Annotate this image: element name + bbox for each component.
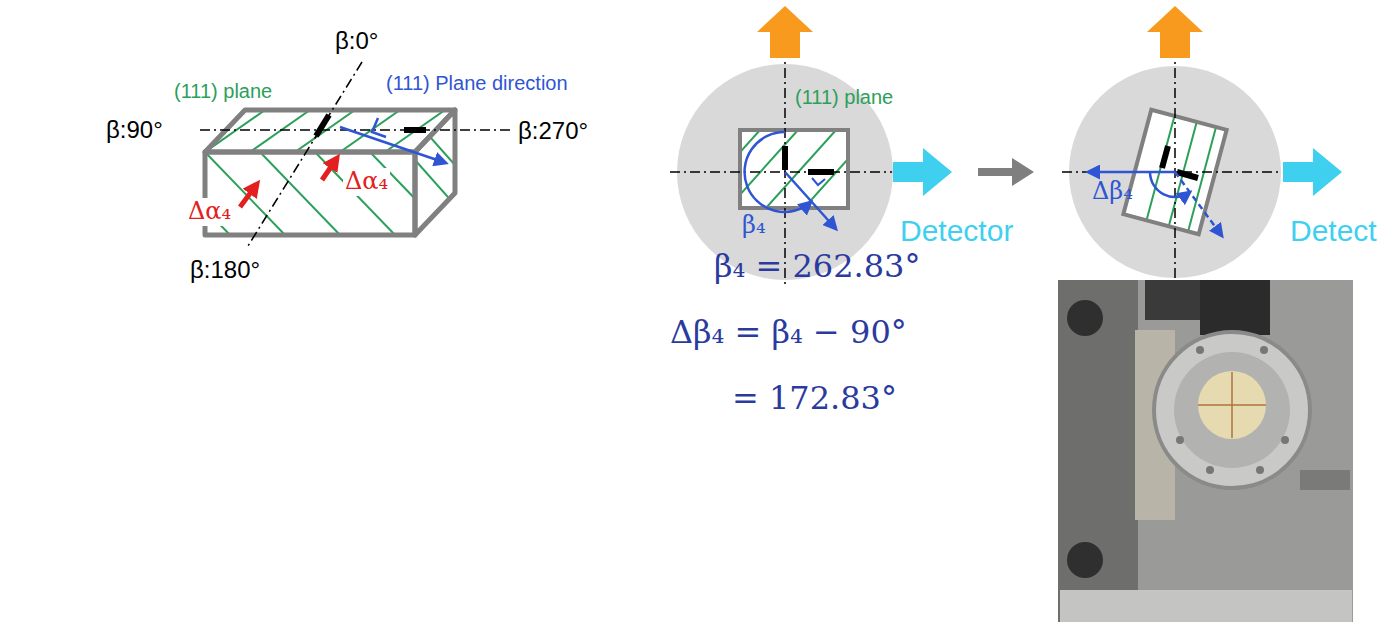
photo: [1067, 542, 1103, 578]
equation: = 172.83°: [730, 380, 899, 417]
angle-label: β:0°: [333, 27, 380, 55]
photo: [1206, 466, 1214, 474]
plane-label: (111) plane: [172, 80, 274, 103]
angle-label: β:180°: [188, 256, 262, 284]
rotated-view: [1150, 172, 1190, 197]
sample-view: [740, 130, 848, 208]
sample-view: [804, 130, 848, 208]
crystal-block: [205, 110, 455, 152]
crystal-block: [160, 110, 490, 152]
step-arrow: [978, 168, 1014, 176]
crystal-block: [205, 152, 415, 235]
step-arrow: [1012, 158, 1034, 186]
sample-view: [893, 148, 952, 196]
rotated-view: [1088, 171, 1175, 174]
photo: [1058, 280, 1353, 622]
direction-label: (111) Plane direction: [384, 72, 570, 95]
photo: [1176, 436, 1184, 444]
axis-lines: [200, 129, 512, 131]
rotated-view: [1062, 48, 1282, 285]
sample-view: [782, 146, 788, 170]
sample-view: [785, 146, 834, 172]
plane-direction: [404, 127, 426, 133]
rotated-view: [1177, 172, 1198, 178]
crystal-block: [205, 152, 415, 235]
sample-view: [740, 130, 798, 208]
crystal-block: [150, 110, 490, 235]
rotated-view: [1147, 116, 1175, 220]
rotated-view: [1062, 171, 1282, 173]
sample-view: [766, 130, 836, 208]
sample-view: [785, 172, 836, 229]
direction-arrow: [372, 118, 386, 137]
rotated-view: [1162, 146, 1168, 168]
rotated-view: [1174, 48, 1176, 285]
photo: [1260, 346, 1268, 354]
equation: Δβ₄ = β₄ − 90°: [668, 314, 909, 351]
photo: [1067, 300, 1103, 336]
photo: [1200, 280, 1270, 335]
crystal-block: [205, 110, 455, 235]
photo: [1060, 590, 1352, 622]
sample-view: [740, 130, 848, 208]
crystal-block: [205, 110, 455, 152]
photo: [1198, 404, 1266, 406]
detector-label: Detect: [1288, 214, 1379, 249]
rotation-label: Δα₄: [343, 168, 390, 196]
photo: [1300, 470, 1350, 490]
sample-view: [812, 178, 825, 185]
detector-label: Detector: [898, 214, 1015, 249]
sample-view: [740, 130, 848, 208]
rotation-label: Δα₄: [186, 198, 233, 226]
photo: [1154, 332, 1310, 488]
photo: [1256, 466, 1264, 474]
photo: [1281, 436, 1289, 444]
photo: [1058, 280, 1138, 622]
photo: [1198, 371, 1266, 439]
angle-label: β:90°: [104, 116, 165, 144]
sample-view: [670, 171, 892, 173]
plane-direction: [316, 115, 329, 136]
photo: [1174, 352, 1290, 468]
plane-label: (111) plane: [793, 86, 895, 109]
photo: [1196, 346, 1204, 354]
angle-symbol: Δβ₄: [1090, 178, 1135, 206]
direction-arrow: [340, 127, 446, 163]
sample-view: [745, 132, 811, 212]
sample-view: [808, 169, 834, 175]
rotated-view: [1283, 148, 1342, 196]
rotated-view: [1175, 172, 1222, 236]
rotation-arrows: [240, 158, 337, 207]
crystal-block: [205, 152, 415, 235]
rotation-arrows: [322, 158, 337, 180]
angle-label: β:270°: [516, 117, 590, 145]
plane-direction: [316, 115, 426, 136]
sample-view: [757, 6, 813, 58]
photo: [1058, 280, 1353, 622]
rotated-view: [1147, 6, 1203, 58]
angle-symbol: β₄: [740, 212, 768, 240]
crystal-block: [250, 110, 310, 152]
crystal-block: [295, 110, 355, 152]
rotation-arrows: [240, 184, 257, 207]
equation: β₄ = 262.83°: [712, 248, 922, 285]
direction-arrow: [340, 118, 446, 163]
step-arrow: [978, 158, 1034, 186]
